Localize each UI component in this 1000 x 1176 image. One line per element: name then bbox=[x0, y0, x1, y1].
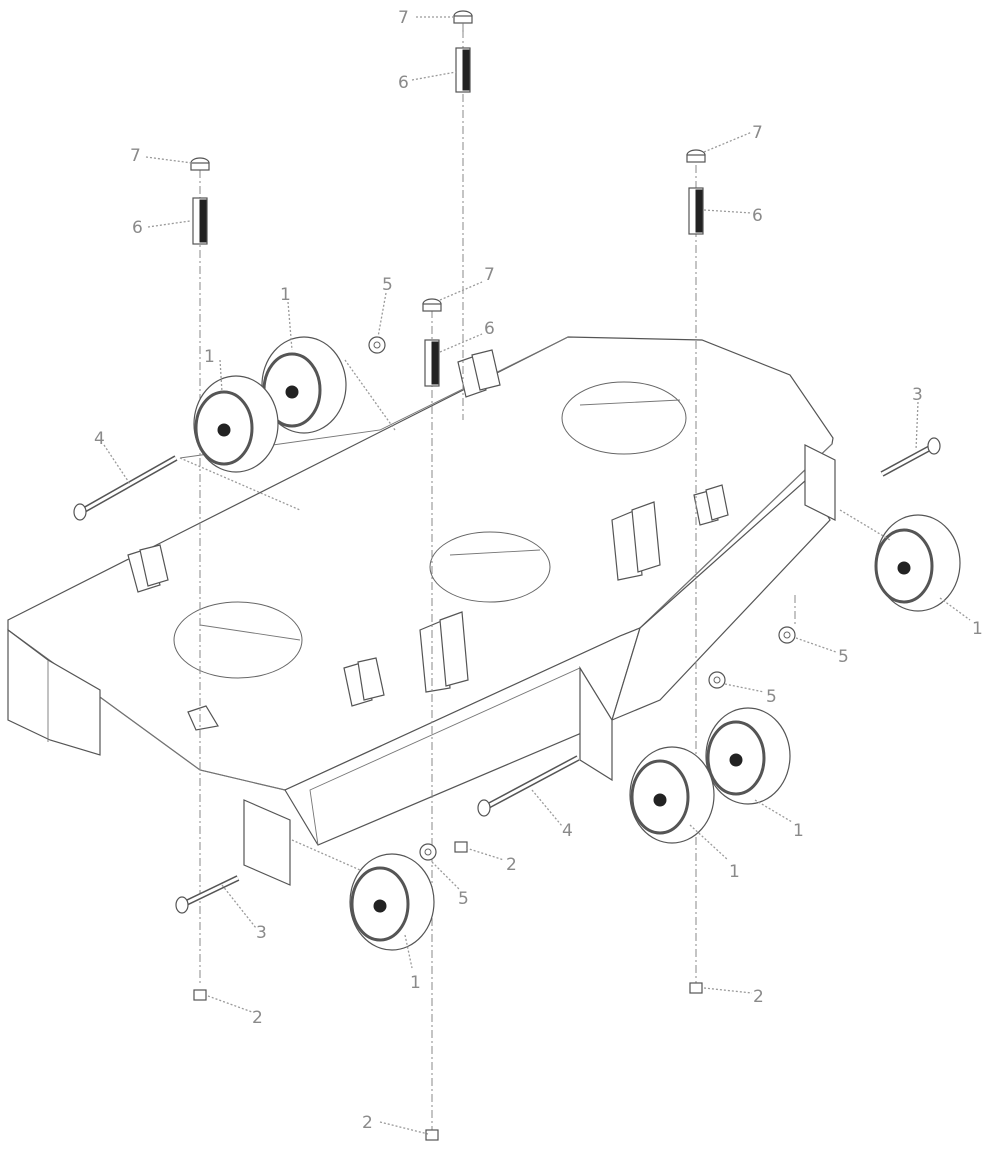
callout-cap: 7 bbox=[484, 265, 495, 285]
nut-icon bbox=[708, 671, 726, 689]
callout-axle-long: 4 bbox=[94, 429, 105, 449]
callout-cap: 7 bbox=[130, 146, 141, 166]
callout-spacer: 6 bbox=[484, 319, 495, 339]
callout-nut: 5 bbox=[382, 275, 393, 295]
callout-spacer: 6 bbox=[752, 206, 763, 226]
wheel-icon bbox=[193, 375, 279, 473]
callout-bolt: 2 bbox=[362, 1113, 373, 1133]
leader-lines bbox=[103, 16, 971, 1135]
callout-axle-long: 4 bbox=[562, 821, 573, 841]
wheel-icon bbox=[349, 853, 435, 951]
callout-axle-short: 3 bbox=[912, 385, 923, 405]
bolt-icon bbox=[689, 982, 703, 994]
bolt-icon bbox=[454, 841, 468, 853]
axles bbox=[73, 437, 941, 914]
wheel-icon bbox=[629, 746, 715, 844]
nut-icon bbox=[778, 626, 796, 644]
short-axle-icon bbox=[880, 437, 941, 477]
caps bbox=[190, 10, 706, 312]
deck-plate bbox=[7, 336, 836, 886]
spacer-icon bbox=[424, 339, 440, 387]
bolt-icon bbox=[193, 989, 207, 1001]
wheels bbox=[193, 336, 961, 951]
cap-icon bbox=[453, 10, 473, 32]
bolts bbox=[193, 841, 703, 1141]
spacer-icon bbox=[455, 47, 471, 93]
callout-wheel: 1 bbox=[729, 862, 740, 882]
wheel-icon bbox=[261, 336, 347, 434]
deck-brackets bbox=[127, 349, 729, 731]
wheel-icon bbox=[705, 707, 791, 805]
spacer-icon bbox=[688, 187, 704, 235]
callout-cap: 7 bbox=[398, 8, 409, 28]
assembly-axis-lines bbox=[199, 30, 796, 1130]
wheel-icon bbox=[874, 514, 961, 612]
blade-opening-center bbox=[429, 531, 551, 603]
cap-icon bbox=[422, 298, 442, 312]
callout-nut: 5 bbox=[458, 889, 469, 909]
callout-bolt: 2 bbox=[506, 855, 517, 875]
callout-labels: 7 6 7 6 7 6 7 6 1 5 1 4 3 1 5 5 1 4 2 1 … bbox=[94, 8, 983, 1133]
bolt-icon bbox=[425, 1129, 439, 1141]
cap-icon bbox=[190, 157, 210, 171]
callout-spacer: 6 bbox=[398, 73, 409, 93]
blade-opening-right bbox=[561, 381, 687, 455]
callout-wheel: 1 bbox=[793, 821, 804, 841]
long-axle-icon bbox=[73, 455, 178, 521]
nut-icon bbox=[368, 336, 386, 354]
callout-nut: 5 bbox=[838, 647, 849, 667]
long-axle-icon bbox=[477, 755, 580, 817]
nut-icon bbox=[419, 843, 437, 861]
callout-cap: 7 bbox=[752, 123, 763, 143]
spacers bbox=[192, 47, 704, 387]
callout-wheel: 1 bbox=[410, 973, 421, 993]
blade-opening-left bbox=[173, 601, 303, 679]
callout-wheel: 1 bbox=[204, 347, 215, 367]
callout-wheel: 1 bbox=[972, 619, 983, 639]
cap-icon bbox=[686, 149, 706, 163]
callout-nut: 5 bbox=[766, 687, 777, 707]
short-axle-icon bbox=[175, 875, 240, 914]
callout-spacer: 6 bbox=[132, 218, 143, 238]
nuts bbox=[368, 336, 796, 861]
spacer-icon bbox=[192, 197, 208, 245]
callout-bolt: 2 bbox=[252, 1008, 263, 1028]
callout-axle-short: 3 bbox=[256, 923, 267, 943]
callout-wheel: 1 bbox=[280, 285, 291, 305]
callout-bolt: 2 bbox=[753, 987, 764, 1007]
